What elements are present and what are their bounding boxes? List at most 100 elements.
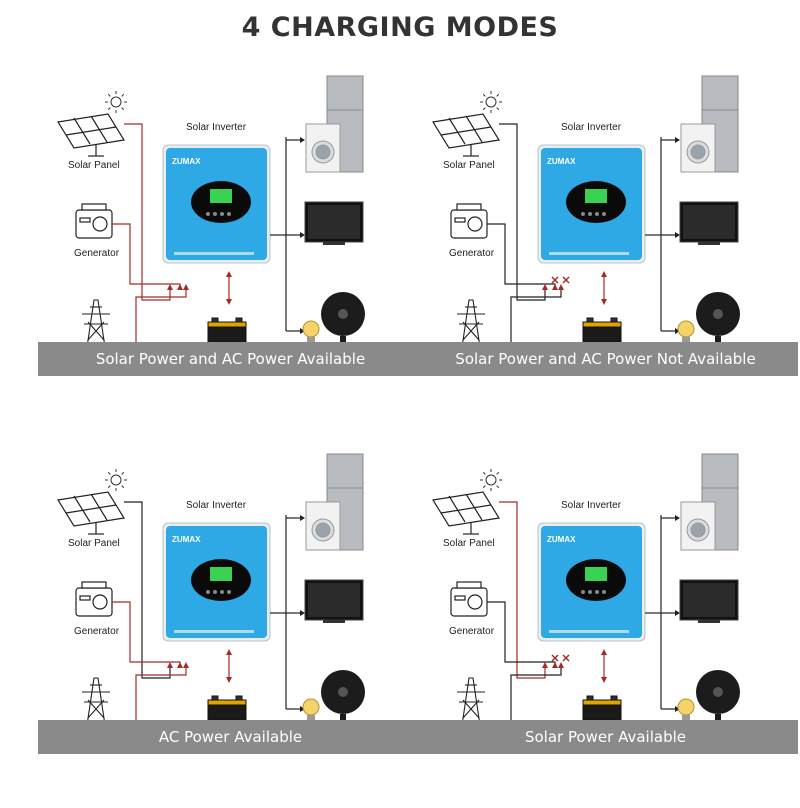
control-button (581, 212, 585, 216)
solar-panel-icon (432, 491, 500, 535)
arrowhead-icon (226, 299, 232, 305)
control-button (213, 212, 217, 216)
arrowhead-icon (558, 662, 564, 668)
television-icon (679, 201, 739, 245)
lcd-screen (585, 189, 607, 203)
utility-pylon-icon (457, 677, 485, 720)
control-button (206, 212, 210, 216)
arrowhead-icon (300, 515, 305, 521)
arrowhead-icon (601, 299, 607, 305)
solar-panel-label: Solar Panel (443, 538, 495, 549)
arrowhead-icon (300, 610, 305, 616)
generator-icon (75, 203, 113, 239)
television-icon (304, 579, 364, 623)
sun-icon (105, 469, 127, 491)
grid-wire (510, 288, 562, 342)
solar-inverter-label: Solar Inverter (561, 122, 622, 133)
blocked-x-icon (562, 276, 570, 284)
inverter-device: ZUMAX (537, 144, 646, 264)
arrowhead-icon (300, 137, 305, 143)
svg-text:ZUMAX: ZUMAX (172, 535, 201, 544)
battery-icon (582, 695, 622, 720)
arrowhead-icon (226, 677, 232, 683)
control-button (220, 590, 224, 594)
fan-icon (321, 670, 365, 720)
generator-label: Generator (74, 248, 120, 259)
light-bulb-icon (302, 698, 320, 720)
grid-wire (135, 288, 187, 342)
solar-panel-icon (432, 113, 500, 157)
washing-machine-icon (305, 501, 341, 551)
generator-icon (450, 203, 488, 239)
generator-label: Generator (449, 626, 495, 637)
mode-caption-banner: Solar Power Available (413, 720, 798, 754)
arrowhead-icon (675, 137, 680, 143)
svg-text:ZUMAX: ZUMAX (172, 157, 201, 166)
washing-machine-icon (680, 123, 716, 173)
control-button (227, 212, 231, 216)
arrowhead-icon (558, 284, 564, 290)
control-button (595, 212, 599, 216)
arrowhead-icon (675, 232, 680, 238)
grid-wire (135, 666, 187, 720)
arrowhead-icon (542, 284, 548, 290)
battery-icon (582, 317, 622, 342)
utility-pylon-icon (82, 677, 110, 720)
control-button (220, 212, 224, 216)
control-button (602, 212, 606, 216)
utility-pylon-icon (82, 299, 110, 342)
mode-caption-banner: Solar Power and AC Power Available (38, 342, 423, 376)
output-wire (270, 515, 300, 710)
generator-icon (75, 581, 113, 617)
mode-caption-banner: Solar Power and AC Power Not Available (413, 342, 798, 376)
solar-panel-label: Solar Panel (443, 160, 495, 171)
output-wire (645, 515, 675, 710)
output-wire (270, 137, 300, 332)
mode-diagram: ZUMAX (57, 75, 365, 342)
control-button (581, 590, 585, 594)
fan-icon (696, 292, 740, 342)
solar-inverter-label: Solar Inverter (186, 500, 247, 511)
arrowhead-icon (183, 284, 189, 290)
blocked-x-icon (562, 654, 570, 662)
arrowhead-icon (167, 662, 173, 668)
television-icon (679, 579, 739, 623)
arrowhead-icon (675, 610, 680, 616)
control-button (595, 590, 599, 594)
generator-label: Generator (74, 626, 120, 637)
sun-icon (480, 91, 502, 113)
arrowhead-icon (177, 662, 183, 668)
control-button (588, 590, 592, 594)
battery-icon (207, 695, 247, 720)
solar-inverter-label: Solar Inverter (186, 122, 247, 133)
generator-label: Generator (449, 248, 495, 259)
arrowhead-icon (177, 284, 183, 290)
grid-wire (510, 666, 562, 720)
washing-machine-icon (305, 123, 341, 173)
control-button (206, 590, 210, 594)
battery-icon (207, 317, 247, 342)
mode-diagram: ZUMAX (432, 75, 740, 342)
arrowhead-icon (300, 328, 305, 334)
mode-diagram: ZUMAX (57, 453, 365, 720)
control-button (227, 590, 231, 594)
arrowhead-icon (300, 232, 305, 238)
solar-inverter-label: Solar Inverter (561, 500, 622, 511)
arrowhead-icon (300, 706, 305, 712)
inverter-device: ZUMAX (162, 522, 271, 642)
lcd-screen (210, 189, 232, 203)
arrowhead-icon (552, 662, 558, 668)
inverter-device: ZUMAX (537, 522, 646, 642)
arrowhead-icon (542, 662, 548, 668)
svg-text:ZUMAX: ZUMAX (547, 157, 576, 166)
mode-caption-banner: AC Power Available (38, 720, 423, 754)
light-bulb-icon (677, 320, 695, 342)
light-bulb-icon (302, 320, 320, 342)
light-bulb-icon (677, 698, 695, 720)
mode-diagram: ZUMAX (432, 453, 740, 720)
sun-icon (105, 91, 127, 113)
lcd-screen (585, 567, 607, 581)
